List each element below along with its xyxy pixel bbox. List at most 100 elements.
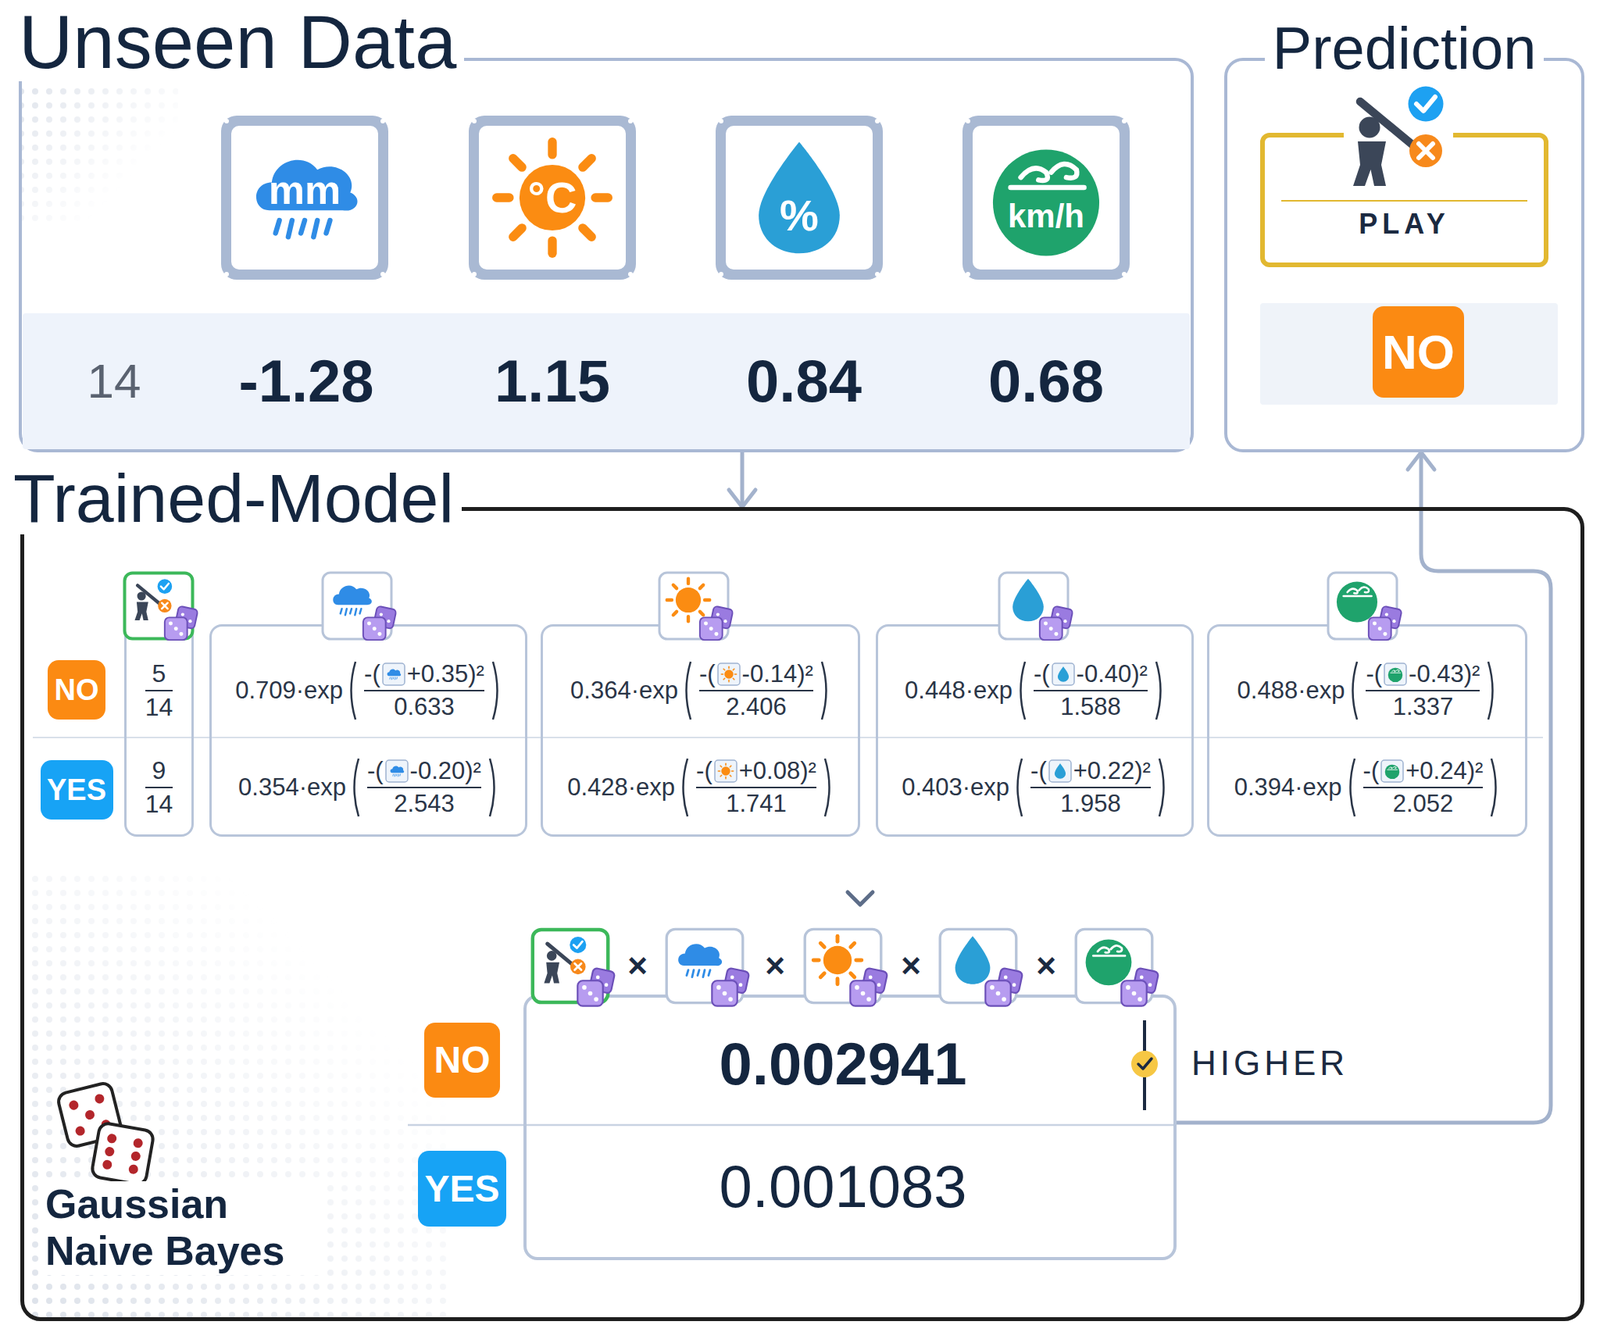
minus-paren: -(: [1030, 757, 1047, 785]
gaussian-formula: 0.403·exp-(+0.22)²1.958: [901, 757, 1168, 818]
check-badge: [1131, 1050, 1158, 1078]
parenthesis-stroke: [683, 758, 689, 817]
fraction-bar: [145, 786, 174, 789]
minus-paren: -(: [1033, 660, 1050, 688]
prediction-band: [1260, 303, 1558, 405]
parenthesis: [1489, 757, 1500, 818]
unit-glyph: %: [779, 191, 819, 241]
mini-frame: [1384, 663, 1407, 686]
probability-tab: [532, 929, 616, 1007]
dice-icon: [1039, 606, 1074, 641]
arrow-head: [728, 489, 756, 508]
gaussian-formula: 0.488·exp-(-0.43)²1.337: [1237, 660, 1498, 722]
fraction-bar: [364, 689, 485, 692]
rain-icon: [332, 585, 372, 616]
class-label: NO: [54, 673, 100, 708]
mini-symbol: [1054, 763, 1066, 779]
parenthesis-stroke: [1159, 758, 1165, 817]
humidity-icon: [1012, 578, 1044, 622]
parenthesis: [487, 757, 499, 818]
parenthesis-stroke: [821, 661, 827, 720]
variance-term: 2.406: [725, 693, 787, 721]
fraction-bar: [367, 786, 482, 789]
feature-mini-icon: [1383, 662, 1408, 686]
rain-icon: [256, 160, 358, 237]
parenthesis: [1485, 660, 1497, 722]
icon-frame: [715, 115, 883, 280]
prior-fraction: 914: [140, 757, 179, 818]
probability-tab: [1328, 572, 1402, 640]
likelihood-box: 0.448·exp-(-0.40)²1.5880.403·exp-(+0.22)…: [875, 624, 1194, 837]
minus-paren: -(: [699, 660, 716, 688]
offset-term: -0.20)²: [410, 757, 482, 785]
arrow-head: [1407, 452, 1435, 470]
feature-mini-icon: [714, 759, 738, 783]
parenthesis: [1346, 757, 1358, 818]
variance-term: 1.588: [1060, 693, 1122, 721]
fraction: -(-0.20)²2.543: [364, 757, 484, 818]
gaussian-formula: 0.394·exp-(+0.24)²2.052: [1234, 757, 1501, 818]
gaussian-formula: 0.428·exp-(+0.08)²1.741: [567, 757, 834, 818]
numerator: -(-0.20)²: [367, 757, 482, 785]
minus-paren: -(: [364, 660, 381, 688]
feature-value: 0.84: [746, 347, 862, 415]
mini-frame: [717, 663, 740, 686]
mini-frame: [382, 663, 405, 686]
parenthesis-stroke: [351, 661, 357, 720]
temperature-icon: [813, 935, 862, 985]
connector-arrow: [728, 452, 756, 508]
numerator: -(-0.14)²: [699, 660, 814, 688]
fraction: -(-0.40)²1.588: [1031, 660, 1150, 721]
fraction-bar: [1030, 786, 1151, 789]
dice-icon: [985, 967, 1023, 1007]
class-label: NO: [434, 1039, 491, 1082]
class-badge: YES: [40, 760, 114, 820]
feature-mini-icon: [1051, 662, 1075, 686]
probability-tab: [666, 928, 750, 1006]
fraction: -(+0.24)²2.052: [1360, 757, 1486, 818]
parenthesis-stroke: [492, 661, 498, 720]
coefficient: 0.709·exp: [235, 677, 343, 704]
mini-frame: [1052, 663, 1075, 686]
gold-rule: [1281, 200, 1528, 202]
method-name: Gaussian Naive Bayes: [45, 1181, 327, 1275]
parenthesis: [346, 660, 358, 722]
humidity-icon: [758, 142, 840, 254]
fraction: -(+0.22)²1.958: [1028, 757, 1154, 818]
parenthesis-stroke: [1491, 758, 1497, 817]
parenthesis: [678, 757, 690, 818]
parenthesis: [350, 757, 361, 818]
fraction-bar: [696, 786, 817, 789]
play-icon: [543, 936, 586, 984]
panel-title: Prediction: [1264, 17, 1545, 79]
gaussian-formula: 0.709·exp-(+0.35)²0.633: [235, 660, 502, 722]
score-box: 0.0029410.001083: [523, 994, 1177, 1261]
multiply-sign: ×: [1035, 946, 1057, 985]
probability-tab: [125, 573, 199, 641]
dice-illustration: [57, 1082, 155, 1186]
minus-paren: -(: [1365, 660, 1383, 688]
numerator: -(-0.43)²: [1365, 660, 1480, 688]
gaussian-formula: 0.354·exp-(-0.20)²2.543: [238, 757, 499, 818]
winner-marker: [1131, 1020, 1158, 1111]
class-badge: NO: [1372, 306, 1465, 398]
temperature-icon: [496, 142, 609, 254]
minus-paren: -(: [1363, 757, 1380, 785]
fraction-bar: [699, 689, 814, 692]
class-label: YES: [424, 1167, 500, 1211]
panel-title: Trained-Model: [10, 462, 462, 535]
target-label: PLAY: [1358, 208, 1450, 240]
prior-fraction: 514: [140, 660, 179, 722]
multiply-sign: ×: [764, 946, 786, 985]
mini-frame: [385, 760, 408, 783]
numerator: -(+0.35)²: [364, 660, 485, 688]
feature-mini-icon: [1380, 759, 1404, 783]
feature-mini-icon: [717, 662, 741, 686]
dice-icon: [711, 967, 750, 1007]
offset-term: +0.22)²: [1073, 757, 1151, 785]
class-label: YES: [46, 773, 107, 808]
feature-icon: [715, 115, 883, 280]
prior-box: 514 914: [124, 624, 194, 837]
play-icon: [134, 578, 172, 621]
parenthesis-stroke: [825, 758, 830, 817]
